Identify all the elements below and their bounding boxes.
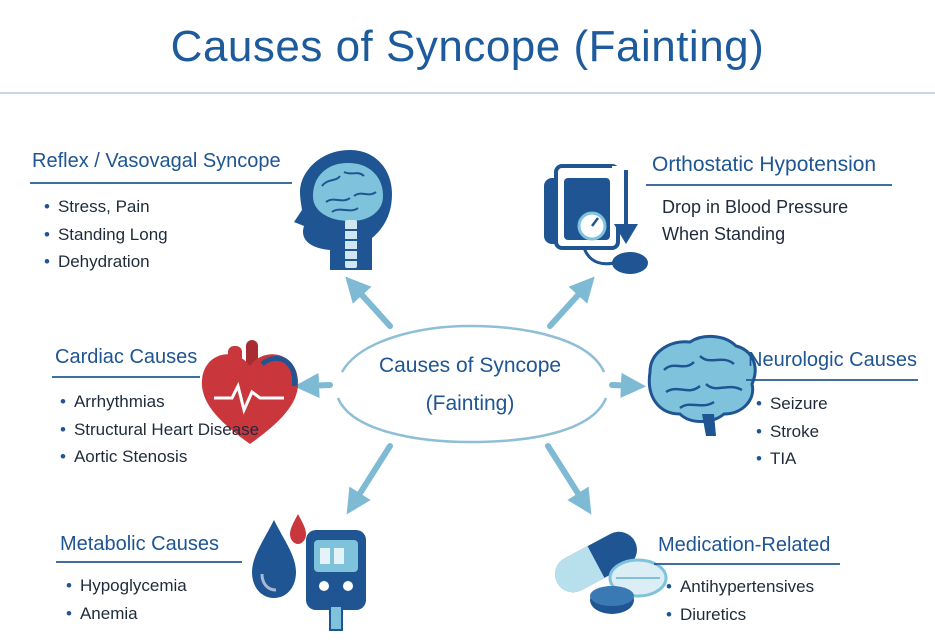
arrow-neurologic [609, 372, 647, 398]
brain-icon [647, 335, 757, 436]
list-item: Aortic Stenosis [60, 443, 259, 471]
heading-metabolic-causes: Metabolic Causes [60, 533, 219, 555]
list-reflex-vasovagal: Stress, Pain Standing Long Dehydration [44, 193, 168, 276]
heading-orthostatic-hypotension: Orthostatic Hypotension [652, 153, 877, 176]
list-item: Diuretics [666, 601, 814, 629]
page-title: Causes of Syncope (Fainting) [170, 22, 765, 71]
list-item: Stroke [756, 418, 828, 446]
list-metabolic-causes: Hypoglycemia Anemia [66, 572, 187, 627]
list-neurologic-causes: Seizure Stroke TIA [756, 390, 828, 473]
center-title-line1: Causes of Syncope [378, 354, 562, 377]
arrow-cardiac [293, 372, 333, 399]
list-item: Structural Heart Disease [60, 416, 259, 444]
arrow-metabolic [346, 443, 393, 515]
pills-icon [555, 531, 668, 614]
list-item: Standing Long [44, 221, 168, 249]
list-item: Anemia [66, 600, 187, 628]
description-line: Drop in Blood Pressure [662, 197, 849, 217]
heading-underline [56, 561, 242, 563]
heading-neurologic-causes: Neurologic Causes [748, 349, 917, 371]
blood-pressure-cuff-icon [544, 164, 648, 274]
glucose-meter-icon [252, 514, 366, 631]
heading-underline [746, 379, 918, 381]
list-item: Stress, Pain [44, 193, 168, 221]
list-medication-related: Antihypertensives Diuretics [666, 573, 814, 628]
list-item: Dehydration [44, 248, 168, 276]
arrow-medication [545, 443, 592, 515]
arrow-reflex [345, 276, 393, 329]
heading-underline [646, 184, 892, 186]
arrows [293, 276, 647, 515]
description-line: When Standing [662, 224, 786, 244]
heading-medication-related: Medication-Related [658, 534, 831, 556]
heading-underline [52, 376, 200, 378]
list-item: Hypoglycemia [66, 572, 187, 600]
list-item: TIA [756, 445, 828, 473]
center-ellipse [336, 324, 608, 444]
head-brain-icon [294, 150, 392, 270]
arrow-orthostatic [547, 276, 595, 329]
description-orthostatic: Drop in Blood Pressure When Standing [662, 194, 848, 248]
blood-drop-icon [290, 514, 306, 544]
center-title-line2: (Fainting) [425, 392, 515, 415]
heading-underline [30, 182, 292, 184]
list-item: Arrhythmias [60, 388, 259, 416]
list-item: Seizure [756, 390, 828, 418]
heading-reflex-vasovagal: Reflex / Vasovagal Syncope [32, 150, 281, 172]
list-item: Antihypertensives [666, 573, 814, 601]
list-cardiac-causes: Arrhythmias Structural Heart Disease Aor… [60, 388, 259, 471]
water-drop-icon [252, 520, 296, 598]
heading-cardiac-causes: Cardiac Causes [55, 346, 198, 368]
heading-underline [654, 563, 840, 565]
title-divider [0, 92, 935, 94]
